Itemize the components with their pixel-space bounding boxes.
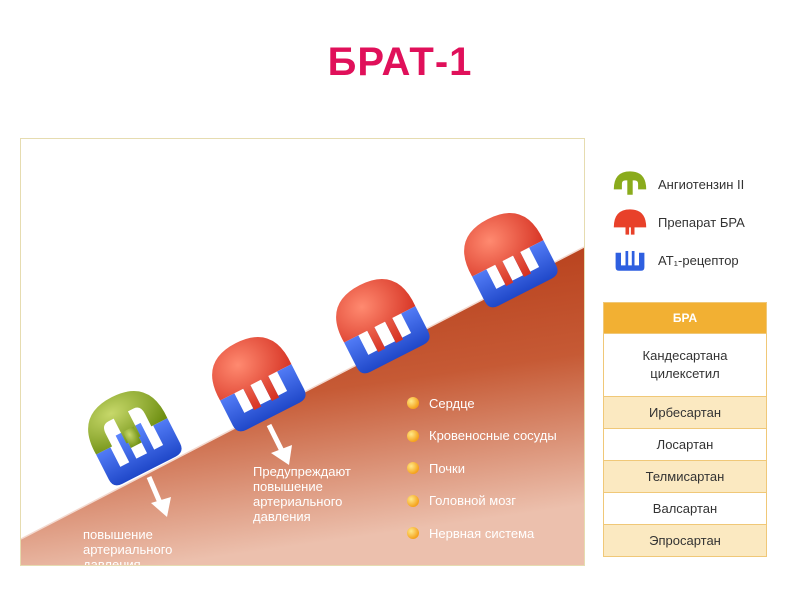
table-row: Ирбесартан [604, 396, 766, 428]
ara-drugs-table: БРА Кандесартана цилексетил Ирбесартан Л… [603, 302, 767, 557]
label-bp-increase: повышение артериального давления [83, 527, 173, 566]
page-title: БРАТ-1 [327, 40, 473, 84]
angiotensin-icon [613, 171, 647, 195]
receptor-drug-bound [464, 213, 561, 311]
table-row: Кандесартана цилексетил [604, 333, 766, 396]
list-item: Нервная система [407, 523, 557, 543]
table-row: Эпросартан [604, 524, 766, 556]
bullet-icon [407, 397, 419, 409]
label-prevent-bp-increase: Предупреждают повышение артериального да… [253, 464, 351, 524]
list-item: Кровеносные сосуды [407, 426, 557, 446]
slope-illustration [21, 213, 584, 565]
receptor-drug-bound [212, 337, 309, 435]
diagram-panel: повышение артериального давления Предупр… [20, 138, 585, 566]
table-header: БРА [604, 303, 766, 333]
receptor-icon [615, 251, 645, 271]
bullet-icon [407, 527, 419, 539]
target-organs-list: Сердце Кровеносные сосуды Почки Головной… [407, 393, 557, 556]
table-row: Телмисартан [604, 460, 766, 492]
list-item: Сердце [407, 393, 557, 413]
bullet-icon [407, 429, 419, 442]
legend: Ангиотензин II Препарат БРА AT₁-рецептор [612, 165, 745, 279]
arrow-down-icon [146, 476, 171, 517]
legend-item-drug: Препарат БРА [612, 203, 745, 241]
drug-icon [613, 209, 647, 235]
table-row: Лосартан [604, 428, 766, 460]
bullet-icon [407, 494, 419, 507]
legend-item-receptor: AT₁-рецептор [612, 241, 745, 279]
receptor-angiotensin-bound [88, 391, 185, 489]
receptor-drug-bound [336, 279, 433, 377]
table-row: Валсартан [604, 492, 766, 524]
bullet-icon [407, 462, 419, 474]
arrow-down-icon [266, 423, 292, 465]
slope [21, 247, 584, 565]
list-item: Почки [407, 458, 557, 478]
legend-item-angiotensin: Ангиотензин II [612, 165, 745, 203]
list-item: Головной мозг [407, 491, 557, 511]
